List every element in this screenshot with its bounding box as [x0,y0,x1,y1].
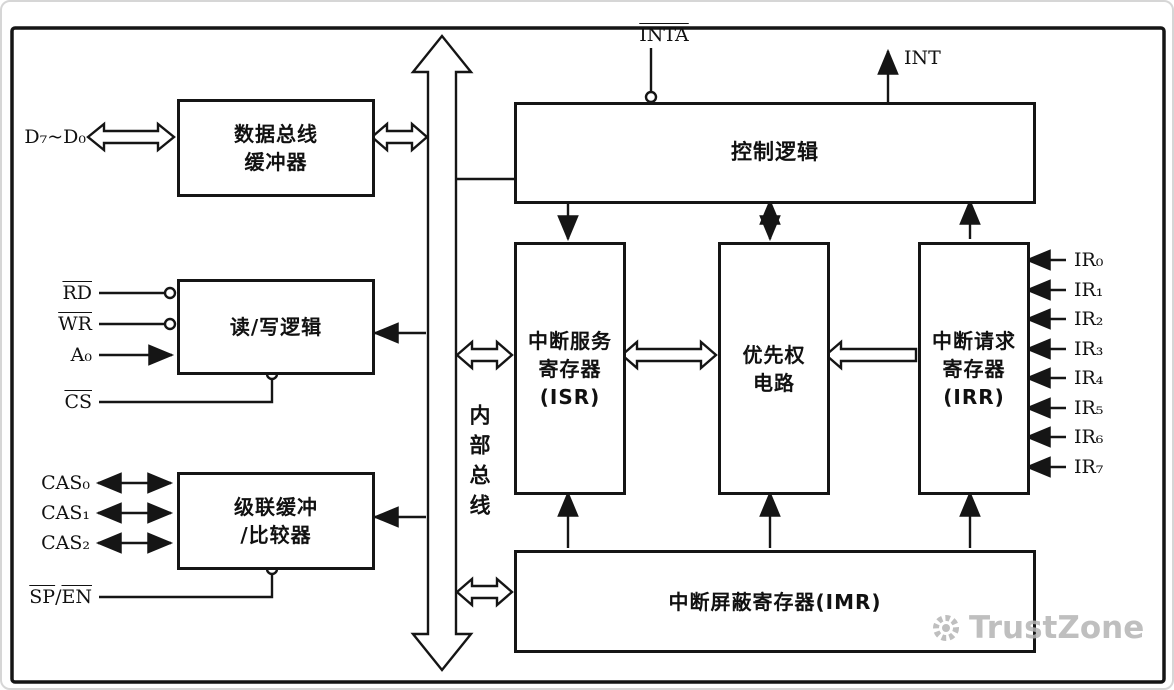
diagram-border [10,26,1166,684]
pin-label-ir5: IR₅ [1074,397,1104,419]
pin-label-rd: RD [62,282,92,304]
block-label: /比较器 [240,523,312,547]
gear-icon [933,615,959,641]
block-label: 中断请求 [932,328,1016,353]
isr-priority-double-arrow [620,339,718,371]
inta-inverter-circle [644,90,658,104]
pin-label-sp-en: SP/EN [8,585,92,609]
block-label: 级联缓冲 [234,495,318,519]
pin-label-ir4: IR₄ [1074,367,1104,389]
block-label: 中断服务 [528,328,612,353]
sp-en-line [99,575,274,599]
bus-isr-double-arrow [455,339,514,371]
internal-bus-arrow [410,34,474,672]
block-control-logic: 控制逻辑 [514,102,1036,204]
block-label: 寄存器 [942,356,1006,381]
pin-label-cas1: CAS₁ [41,502,90,524]
pin-label-slash: / [55,586,62,608]
pin-label-data-bus: D₇~D₀ [24,126,86,148]
pin-label-ir0: IR₀ [1074,249,1104,271]
internal-bus-label: 内部总线 [467,404,491,524]
block-read-write-logic: 读/写逻辑 [177,279,375,375]
pin-label-sp: SP [29,586,56,608]
block-isr: 中断服务 寄存器 (ISR) [514,242,626,495]
irr-priority-arrow [824,339,918,371]
block-label: 缓冲器 [244,150,308,174]
watermark-text: TrustZone [969,610,1145,646]
bus-imr-double-arrow [455,576,514,608]
block-label: 优先权 [742,342,806,367]
pin-label-inta: INTA [639,24,689,46]
pin-label-ir1: IR₁ [1074,279,1104,301]
pin-label-wr: WR [58,313,92,335]
pin-label-ir6: IR₆ [1074,426,1104,448]
pin-label-en: EN [61,586,93,608]
pin-label-ir7: IR₇ [1074,456,1104,478]
block-data-bus-buffer: 数据总线 缓冲器 [177,99,375,197]
block-label: 电路 [753,370,795,395]
block-label: 中断屏蔽寄存器(IMR) [668,589,882,614]
pin-label-int: INT [904,47,941,69]
data-pins-double-arrow [86,121,176,153]
buffer-bus-double-arrow [370,121,429,153]
cs-line [99,380,274,404]
block-priority-circuit: 优先权 电路 [718,242,830,495]
block-label: 读/写逻辑 [229,315,323,339]
rd-inverter-circle [163,286,177,300]
pin-label-cas0: CAS₀ [41,472,90,494]
block-cascade-buffer: 级联缓冲 /比较器 [177,472,375,570]
wr-inverter-circle [163,317,177,331]
block-label: (IRR) [943,384,1005,409]
trustzone-watermark: TrustZone [930,610,1144,646]
pin-label-ir3: IR₃ [1074,338,1104,360]
block-label: 控制逻辑 [731,140,819,165]
block-label: 寄存器 [538,356,602,381]
pin-label-cas2: CAS₂ [41,532,90,554]
pin-label-cs: CS [64,391,92,413]
block-label: 数据总线 [234,122,318,146]
pin-label-ir2: IR₂ [1074,308,1104,330]
block-label: (ISR) [539,384,601,409]
block-irr: 中断请求 寄存器 (IRR) [918,242,1030,495]
pin-label-a0: A₀ [70,344,92,366]
